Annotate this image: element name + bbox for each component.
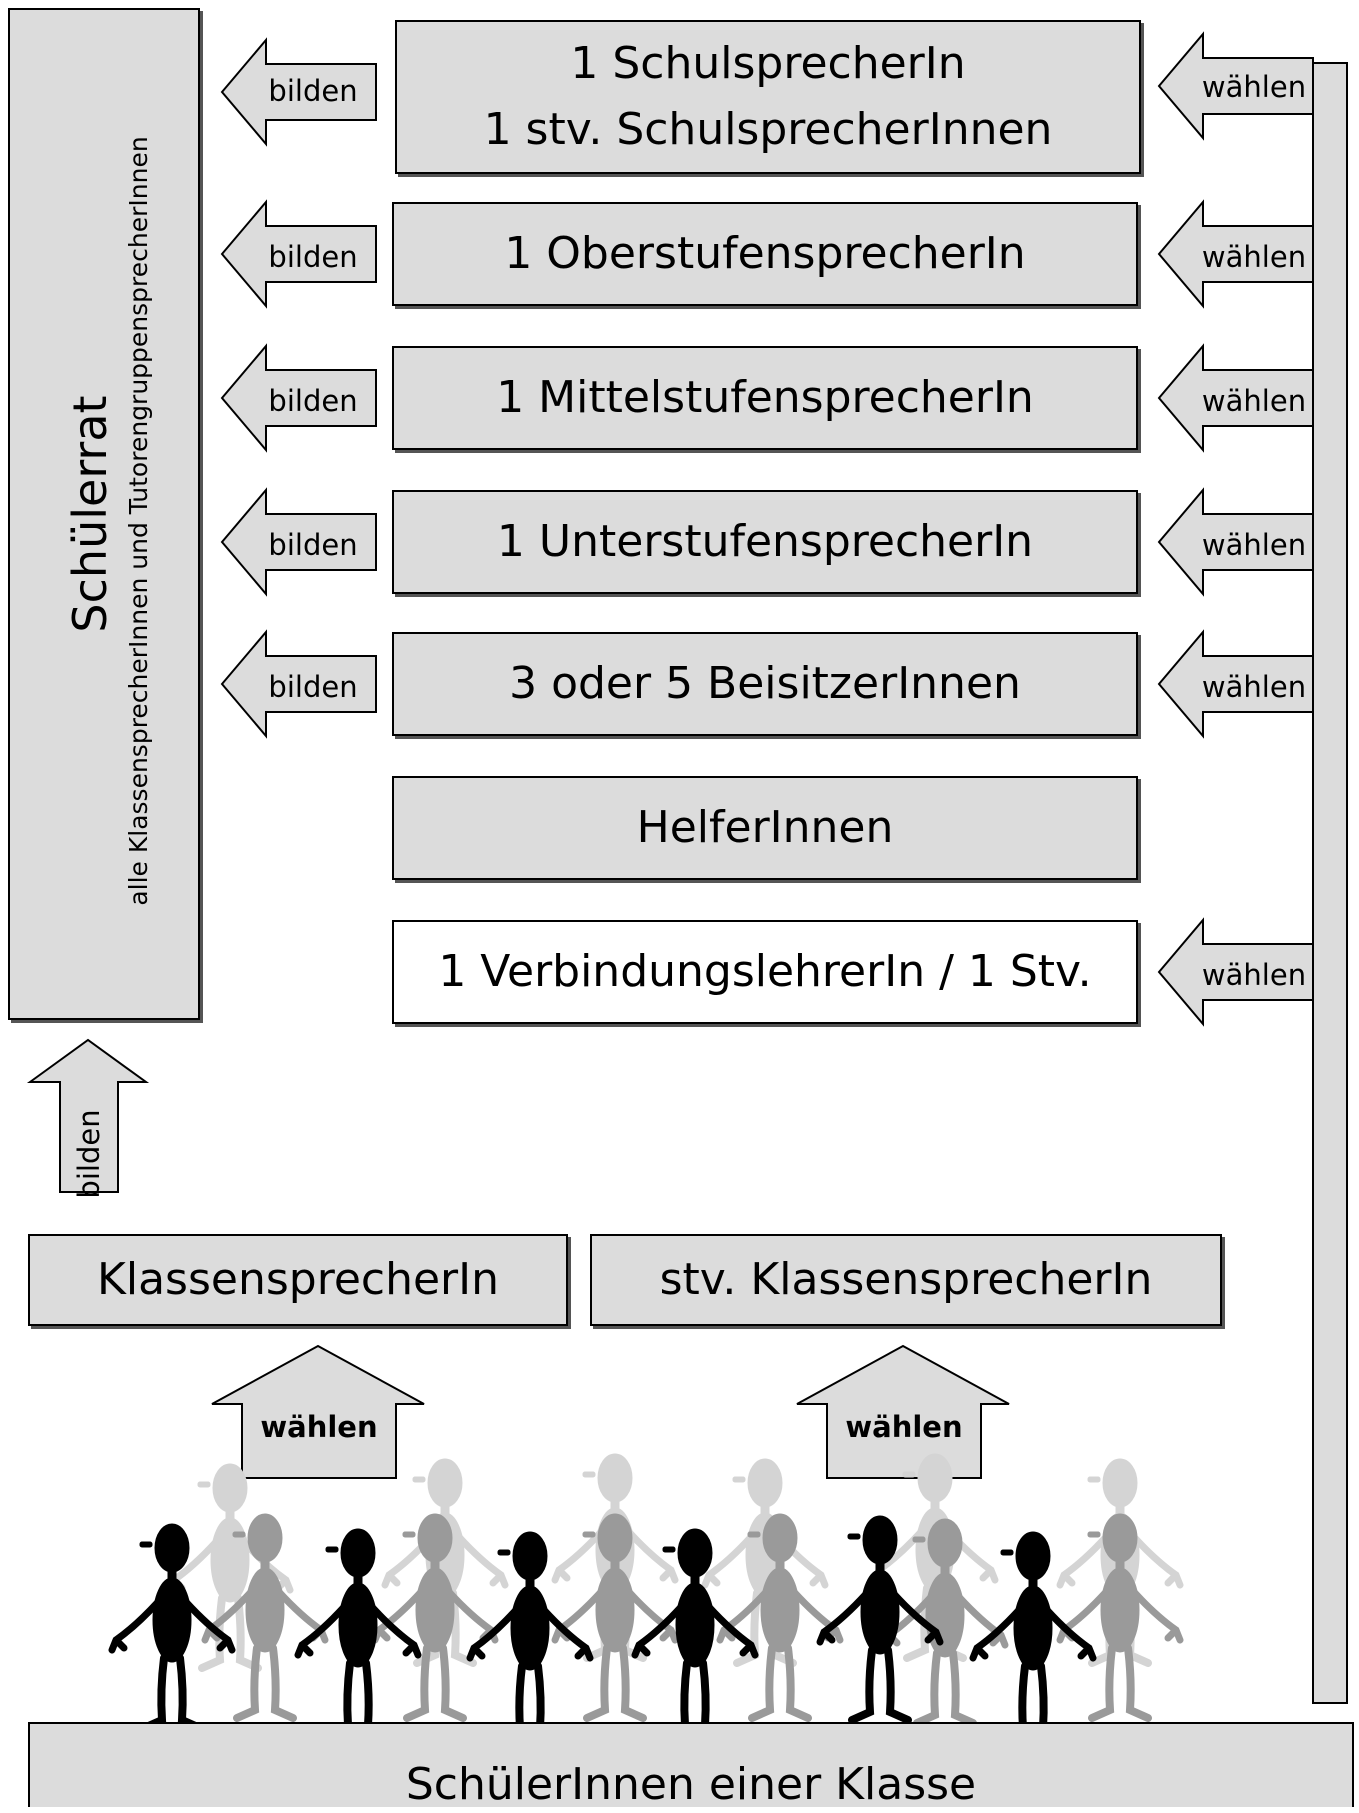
lower-level-box: 1 UnterstufensprecherIn	[392, 490, 1138, 594]
middle-level-label: 1 MittelstufensprecherIn	[496, 372, 1034, 423]
class-deputy-box: stv. KlassensprecherIn	[590, 1234, 1222, 1326]
elect-label-6: wählen	[1201, 958, 1307, 992]
elect-label-up-1: wählen	[260, 1410, 378, 1444]
council-box	[8, 8, 200, 1020]
form-label-4: bilden	[268, 528, 358, 562]
form-label-5: bilden	[268, 670, 358, 704]
elect-label-4: wählen	[1201, 528, 1307, 562]
elect-label-3: wählen	[1201, 384, 1307, 418]
council-title: Schülerrat	[63, 395, 117, 633]
elect-bar	[1312, 62, 1348, 1704]
class-deputy-label: stv. KlassensprecherIn	[659, 1254, 1153, 1305]
council-subtitle: alle KlassensprecherInnen und Tutorengru…	[124, 136, 153, 906]
elect-label-1: wählen	[1201, 70, 1307, 104]
student-figure	[1060, 1514, 1180, 1718]
school-speaker-box: 1 SchulsprecherIn 1 stv. SchulsprecherIn…	[395, 20, 1141, 174]
assessors-box: 3 oder 5 BeisitzerInnen	[392, 632, 1138, 736]
student-figure	[720, 1514, 840, 1718]
assessors-label: 3 oder 5 BeisitzerInnen	[509, 658, 1021, 709]
students-label: SchülerInnen einer Klasse	[405, 1759, 977, 1810]
elect-label-5: wählen	[1201, 670, 1307, 704]
middle-level-box: 1 MittelstufensprecherIn	[392, 346, 1138, 450]
elect-arrow-up-1	[211, 1344, 425, 1479]
school-deputy-label: 1 stv. SchulsprecherInnen	[483, 104, 1053, 155]
helpers-box: HelferInnen	[392, 776, 1138, 880]
form-label-3: bilden	[268, 384, 358, 418]
class-rep-label: KlassensprecherIn	[97, 1254, 499, 1305]
lower-level-label: 1 UnterstufensprecherIn	[496, 516, 1034, 567]
form-label-1: bilden	[268, 74, 358, 108]
elect-label-up-2: wählen	[845, 1410, 963, 1444]
liaison-teacher-box: 1 VerbindungslehrerIn / 1 Stv.	[392, 920, 1138, 1024]
student-figure	[555, 1514, 675, 1718]
students-base: SchülerInnen einer Klasse	[28, 1722, 1354, 1810]
student-figure	[298, 1529, 418, 1733]
upper-level-label: 1 OberstufensprecherIn	[504, 228, 1026, 279]
form-arrow-up	[26, 1038, 150, 1193]
student-figure	[375, 1514, 495, 1718]
form-label-2: bilden	[268, 240, 358, 274]
upper-level-box: 1 OberstufensprecherIn	[392, 202, 1138, 306]
helpers-label: HelferInnen	[636, 802, 894, 853]
class-rep-box: KlassensprecherIn	[28, 1234, 568, 1326]
form-label-up: bilden	[72, 1109, 106, 1199]
elect-label-2: wählen	[1201, 240, 1307, 274]
liaison-teacher-label: 1 VerbindungslehrerIn / 1 Stv.	[438, 946, 1092, 997]
school-speaker-label: 1 SchulsprecherIn	[570, 38, 966, 89]
elect-arrow-up-2	[796, 1344, 1010, 1479]
